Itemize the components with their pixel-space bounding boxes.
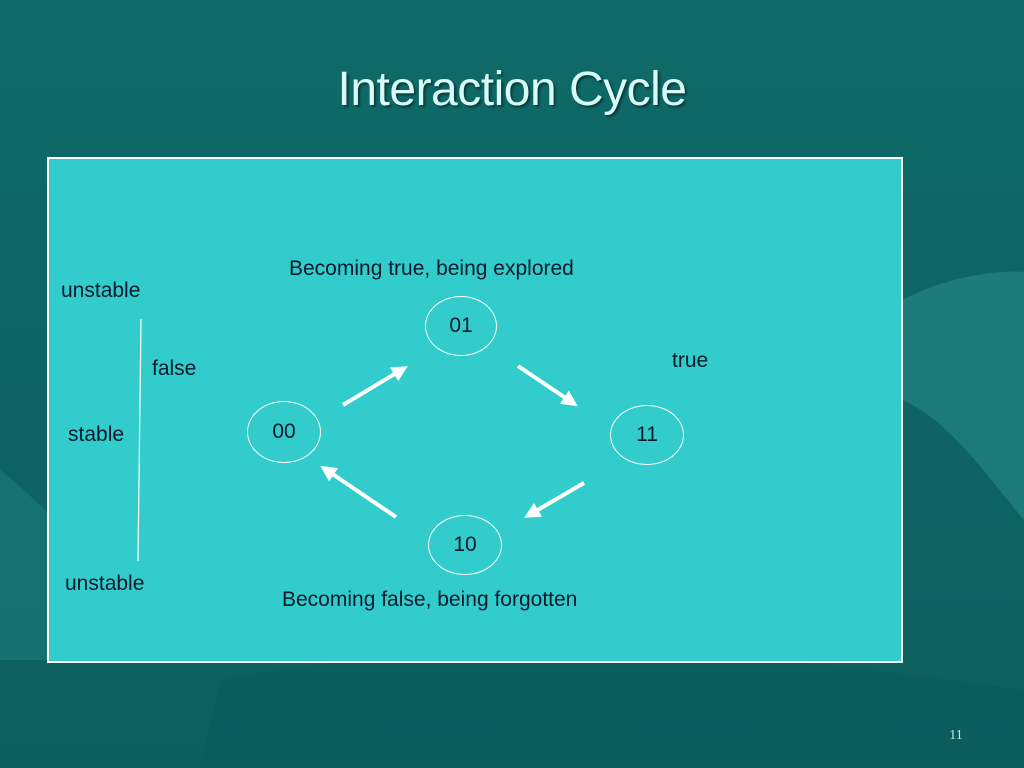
label-unstable-top: unstable	[61, 279, 141, 302]
node-00: 00	[247, 401, 321, 463]
diagram-lines	[137, 318, 586, 562]
node-10: 10	[428, 515, 502, 575]
node-01: 01	[425, 296, 497, 356]
top-caption: Becoming true, being explored	[289, 257, 574, 280]
bottom-caption: Becoming false, being forgotten	[282, 588, 578, 611]
label-unstable-bottom: unstable	[65, 572, 145, 595]
slide-title: Interaction Cycle	[337, 63, 688, 116]
node-11: 11	[610, 405, 684, 465]
background-swoosh-right	[902, 271, 1024, 520]
background-swoosh-bottom	[200, 651, 1024, 768]
diagram-panel: Becoming true, being explored Becoming f…	[47, 157, 903, 663]
page-number: 11	[949, 728, 963, 743]
arrow-11-to-10	[524, 481, 586, 518]
stability-axis-line	[137, 318, 142, 562]
arrow-10-to-00	[320, 465, 398, 519]
arrow-01-to-11	[516, 364, 578, 407]
label-false: false	[152, 357, 197, 380]
label-stable: stable	[68, 423, 125, 446]
label-true: true	[672, 349, 709, 372]
arrow-00-to-01	[341, 366, 408, 407]
